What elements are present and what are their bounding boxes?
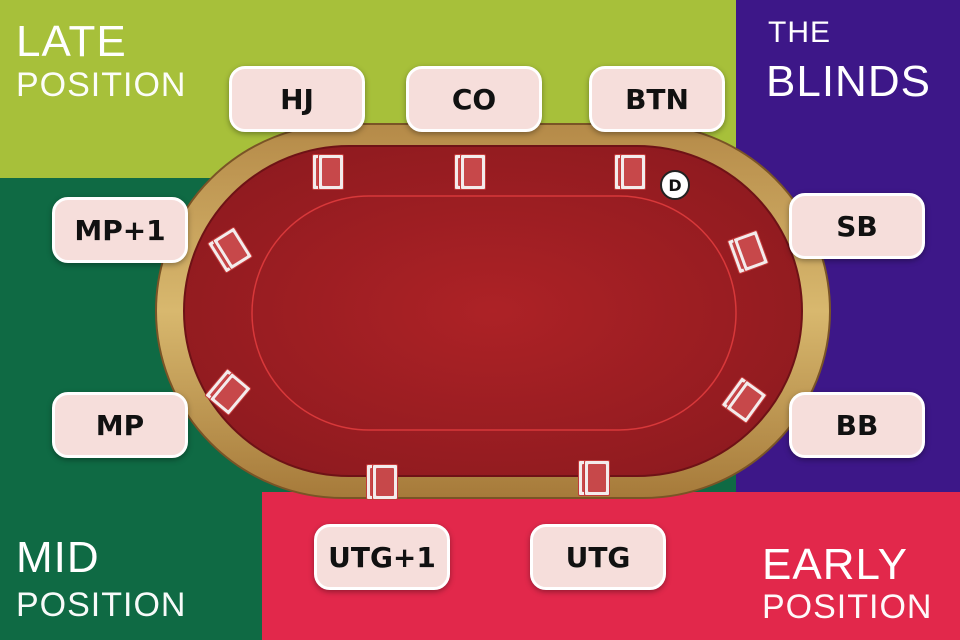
table-betting-line [251, 195, 737, 431]
seat-mp[interactable]: MP [52, 392, 188, 458]
late-position-subtitle: POSITION [16, 66, 187, 104]
early-position-title: EARLY [762, 540, 909, 589]
early-position-subtitle: POSITION [762, 588, 933, 626]
cards-hj [312, 154, 344, 190]
seat-sb[interactable]: SB [789, 193, 925, 259]
cards-btn [614, 154, 646, 190]
seat-btn[interactable]: BTN [589, 66, 725, 132]
late-position-title: LATE [16, 17, 127, 66]
cards-utg1 [366, 464, 398, 500]
seat-co[interactable]: CO [406, 66, 542, 132]
seat-utg[interactable]: UTG [530, 524, 666, 590]
seat-utg1[interactable]: UTG+1 [314, 524, 450, 590]
cards-co [454, 154, 486, 190]
cards-utg [578, 460, 610, 496]
seat-bb[interactable]: BB [789, 392, 925, 458]
seat-hj[interactable]: HJ [229, 66, 365, 132]
blinds-title: BLINDS [766, 57, 931, 106]
blinds-title-prefix: THE [768, 16, 831, 49]
seat-mp1[interactable]: MP+1 [52, 197, 188, 263]
mid-position-subtitle: POSITION [16, 586, 187, 624]
mid-position-title: MID [16, 533, 100, 582]
table-felt [183, 145, 803, 477]
early-position-zone-corner [736, 492, 960, 640]
dealer-button: D [660, 170, 690, 200]
